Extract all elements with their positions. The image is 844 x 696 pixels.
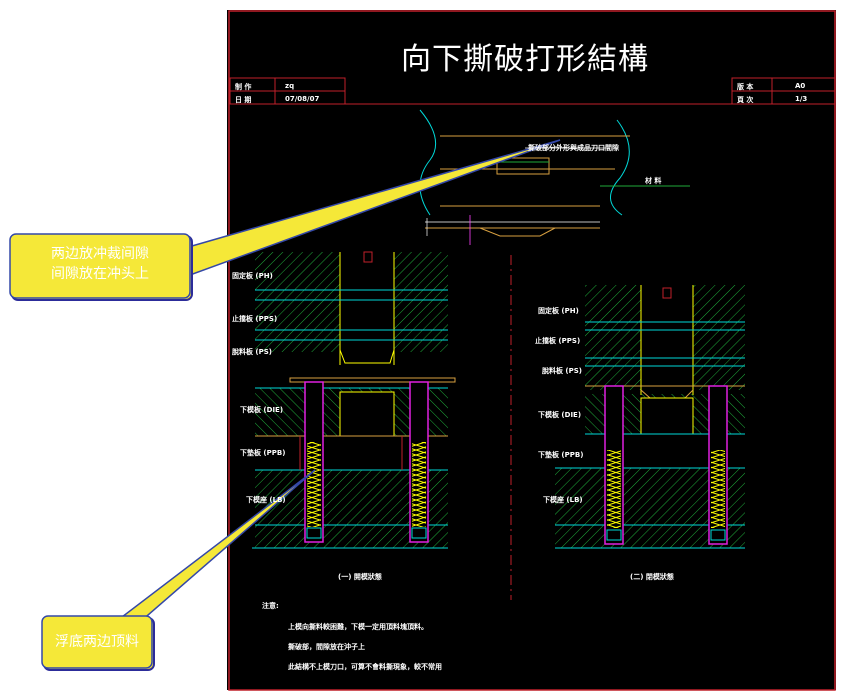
drawing-title: 向下撕破打形結構 (401, 42, 649, 77)
callout-1-line: 两边放冲裁间隙 (51, 246, 149, 262)
title-block-value: 07/08/07 (285, 95, 320, 103)
right-section-label: 固定板 (PH) (538, 307, 579, 315)
right-section-label: 下模座 (LB) (543, 496, 583, 504)
title-block-value: A0 (795, 82, 806, 90)
callout-1-line: 间隙放在冲头上 (51, 266, 149, 282)
title-block-label: 頁 次 (737, 96, 754, 104)
right-section-view (555, 285, 745, 549)
left-section-view (252, 251, 456, 549)
title-block-label: 版 本 (737, 83, 754, 91)
note-line: 上模向撕料較困難，下模一定用頂料塊頂料。 (288, 623, 428, 631)
top-view-note: 撕破部分外形與成品刀口間隙 (528, 144, 619, 152)
left-section-label: 固定板 (PH) (232, 272, 273, 280)
right-section-caption: (二) 閉模狀態 (630, 573, 674, 581)
left-section-caption: (一) 開模狀態 (338, 573, 382, 581)
top-view (419, 109, 690, 245)
callout-2 (41, 469, 316, 671)
title-block-right (731, 77, 836, 105)
left-section-label: 下墊板 (PPB) (240, 449, 286, 457)
left-section-label: 止擋板 (PPS) (232, 315, 278, 323)
right-section-label: 脫料板 (PS) (542, 367, 583, 375)
note-line: 撕破部，間隙放在沖子上 (288, 643, 365, 651)
material-label: 材 料 (645, 177, 662, 185)
callout-1-text: 两边放冲裁间隙 间隙放在冲头上 (10, 244, 190, 284)
right-section-label: 止擋板 (PPS) (535, 337, 581, 345)
callout-2-text: 浮底两边顶料 (42, 632, 152, 652)
title-block-value: zq (285, 82, 295, 90)
right-section-label: 下墊板 (PPB) (538, 451, 584, 459)
callout-1 (9, 139, 561, 301)
left-section-label: 脫料板 (PS) (232, 348, 273, 356)
left-section-label: 下模座 (LB) (246, 496, 286, 504)
callout-2-line: 浮底两边顶料 (55, 634, 139, 650)
right-section-label: 下模板 (DIE) (538, 411, 582, 419)
note-line: 此結構不上模刀口，可算不會料撕現象，較不常用 (288, 663, 442, 671)
notes-heading: 注意: (262, 602, 279, 610)
drawing-border (228, 10, 836, 691)
title-block-value: 1/3 (795, 95, 808, 103)
left-section-label: 下模板 (DIE) (240, 406, 284, 414)
title-block-label: 日 期 (235, 96, 252, 104)
title-block-label: 制 作 (235, 83, 252, 91)
